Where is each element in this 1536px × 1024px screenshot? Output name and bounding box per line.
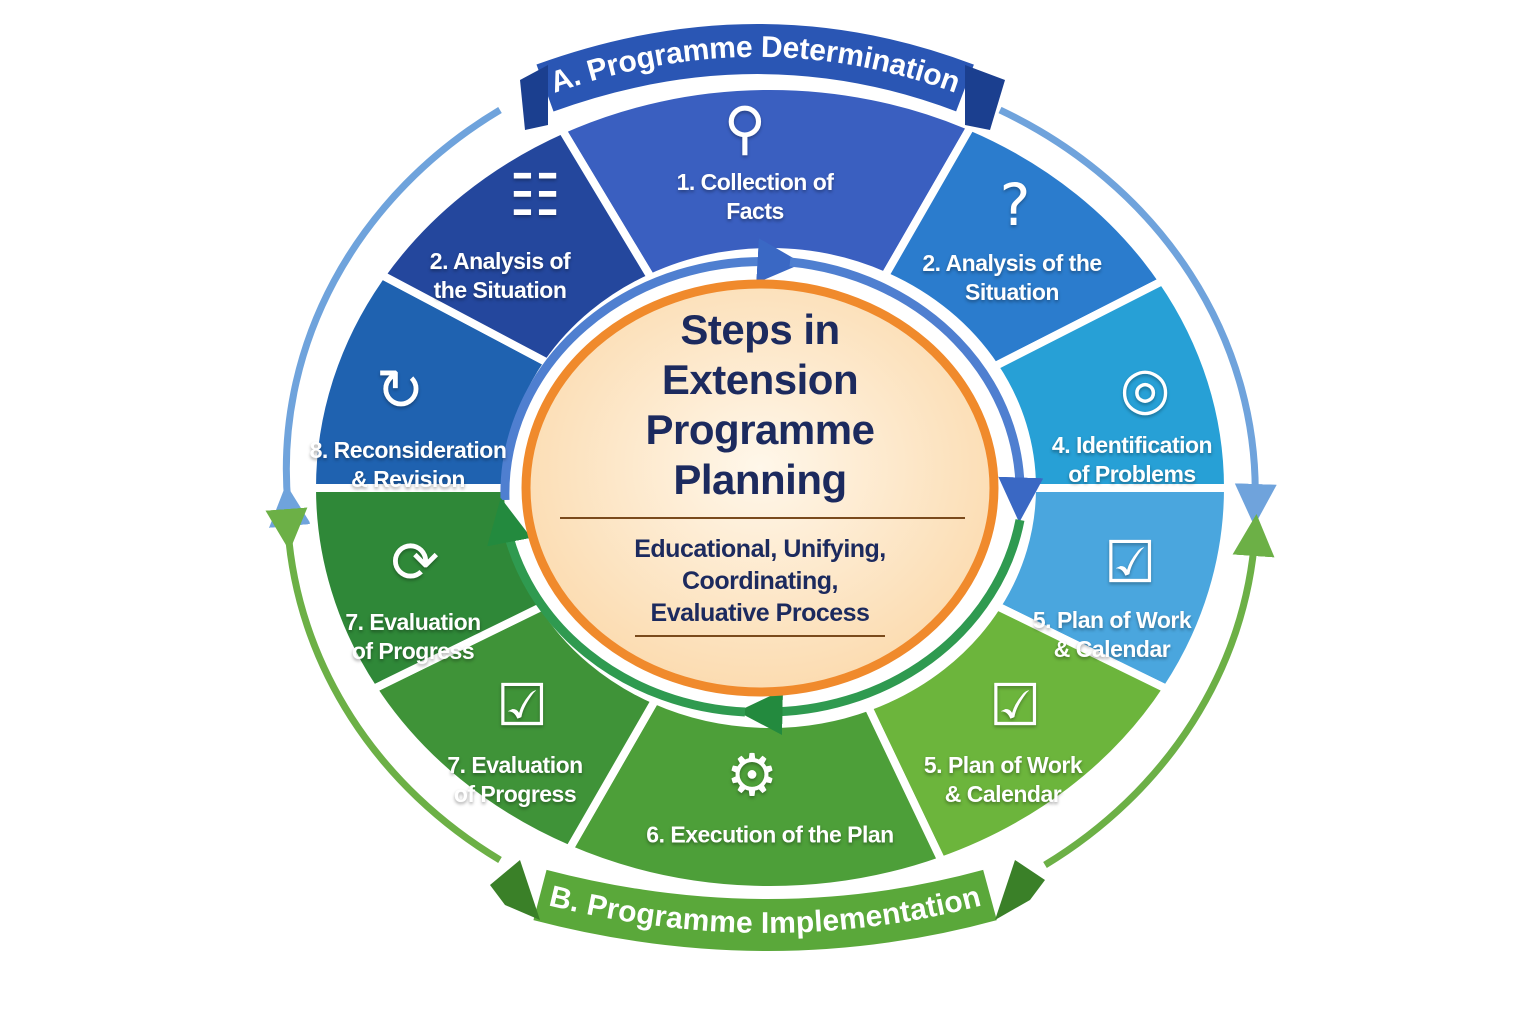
segment-label-line: of Progress: [351, 638, 475, 664]
segment-label-line: 2. Analysis of: [429, 248, 571, 274]
target-icon: ◎: [1119, 354, 1171, 422]
diagram-title: Steps in Extension Programme Planning: [560, 305, 960, 505]
outer-blue-arrow: [269, 106, 502, 528]
segment-label-line: 7. Evaluation: [447, 752, 583, 778]
segment-6: [563, 695, 948, 894]
segment-label-line: 5. Plan of Work: [923, 752, 1083, 778]
segment-label: 4. Identification of Problems: [1051, 431, 1213, 489]
banner-bottom-tail: [490, 860, 540, 920]
inner-blue-arrow: [789, 257, 1044, 523]
center-circle: [521, 279, 999, 697]
segment-label: 8. Reconsideration & Revision: [310, 436, 507, 494]
segment-label: 2. Analysis of the Situation: [429, 247, 571, 305]
gears-icon: ⚙: [726, 741, 778, 809]
segment-label-line: 6. Execution of the Plan: [646, 821, 894, 848]
divider: [560, 517, 965, 519]
segment-label: 5. Plan of Work & Calendar: [1032, 606, 1192, 664]
clipboard-check-icon: ☑: [1104, 528, 1156, 596]
segment-label-line: of Problems: [1068, 461, 1196, 487]
diagram-subtitle: Educational, Unifying, Coordinating, Eva…: [560, 533, 960, 629]
segment-label-line: 5. Plan of Work: [1032, 607, 1192, 633]
center-text: Steps in Extension Programme Planning Ed…: [560, 305, 965, 637]
title-line: Steps in: [680, 306, 840, 353]
banner-top-tail: [965, 65, 1005, 130]
inner-green-arrow: [737, 519, 1025, 735]
banner-top-ribbon: [536, 24, 974, 112]
title-line: Extension: [661, 356, 859, 403]
segment-label-line: & Calendar: [944, 781, 1062, 807]
banner-bottom-tail: [995, 860, 1045, 920]
clipboard-check-icon: ☑: [496, 671, 548, 739]
inner-green-arrow: [487, 497, 746, 717]
segment-label-line: 8. Reconsideration: [309, 437, 507, 463]
segment-label-line: & Calendar: [1053, 636, 1171, 662]
refresh-gauge-icon: ↻: [375, 356, 425, 424]
segment-label-line: & Revision: [351, 466, 465, 492]
segment-label-line: Facts: [726, 198, 784, 224]
outer-green-arrow: [1043, 514, 1275, 868]
banner-bottom-ribbon: [533, 869, 997, 951]
segment-label: 1. Collection of Facts: [677, 168, 834, 226]
segment-label: 7. Evaluation of Progress: [345, 608, 481, 666]
clipboard-check-icon: ☑: [989, 671, 1041, 739]
segment-label-line: the Situation: [433, 277, 567, 303]
segment-label-line: 7. Evaluation: [345, 609, 481, 635]
outer-blue-arrow: [998, 106, 1277, 526]
inner-blue-arrow: [500, 238, 803, 501]
segment-label-line: 1. Collection of: [676, 169, 834, 195]
banner-top-tail: [520, 65, 548, 130]
segment-1: [556, 82, 977, 283]
subtitle-line: Evaluative Process: [650, 599, 870, 627]
title-line: Programme: [645, 406, 875, 453]
segment-label-line: Situation: [965, 279, 1059, 305]
segment-label: 5. Plan of Work & Calendar: [923, 751, 1083, 809]
segment-5: [862, 600, 1173, 866]
segment-label-line: 4. Identification: [1051, 432, 1213, 458]
document-search-icon: ☷: [509, 161, 561, 229]
segment-label-line: 2. Analysis of the: [922, 250, 1102, 276]
bar-chart-question-icon: ?: [999, 171, 1031, 239]
outer-green-arrow: [265, 507, 502, 864]
subtitle-line: Educational, Unifying,: [634, 535, 886, 563]
divider: [635, 635, 885, 637]
segment-label-line: of Progress: [453, 781, 577, 807]
title-line: Planning: [673, 456, 847, 503]
magnifier-icon: ⚲: [723, 94, 767, 162]
segment-label: 7. Evaluation of Progress: [447, 751, 583, 809]
segment-label: 6. Execution of the Plan: [646, 821, 894, 850]
cycle-arrows-icon: ⟳: [390, 528, 440, 596]
subtitle-line: Coordinating,: [682, 567, 838, 595]
